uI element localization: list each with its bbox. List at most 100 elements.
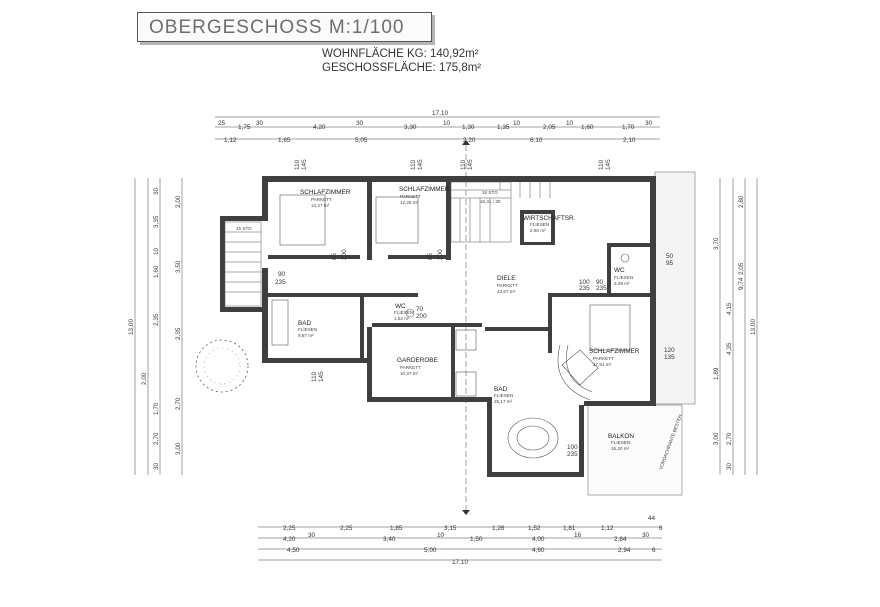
room-schlaf2-floor: PARKETT (400, 194, 421, 199)
dim-bot3-b: 5,00 (424, 547, 437, 554)
opening-label: 100 (579, 279, 590, 286)
toilet-icon (405, 308, 415, 318)
dim-bot3-e: 6 (652, 547, 656, 554)
dim-right2-e: 30 (726, 462, 733, 470)
dim-left-b: 3,50 (175, 260, 182, 273)
dim-top-o: 30 (645, 120, 653, 127)
dim-top-total: 17,10 (432, 110, 448, 117)
opening-label: 135 (664, 354, 675, 361)
interior-walls (268, 180, 650, 401)
dim-right-b: 2,05 (738, 262, 745, 275)
room-wirtschaft-floor: FLIESEN (530, 222, 549, 227)
opening-label: 235 (579, 285, 590, 292)
opening-label: 145 (417, 159, 424, 170)
dim-top-l: 10 (566, 120, 574, 127)
curved-wall-line (557, 344, 591, 401)
opening-label: 235 (596, 285, 607, 292)
dim-right-total: 13,00 (750, 319, 757, 335)
dim-left-total: 13,00 (128, 319, 135, 335)
opening-label: 70 (416, 306, 424, 313)
dim-bot-a: 2,25 (283, 525, 296, 532)
dim-top2-e: 6,10 (530, 137, 543, 144)
dim-bot-g: 1,81 (563, 525, 576, 532)
opening-label: 235 (275, 279, 286, 286)
dim-left-c: 2,35 (175, 327, 182, 340)
dim-top2-a: 1,12 (224, 137, 237, 144)
opening-label: 90 (596, 279, 604, 286)
dim-bot-i: 44 (648, 515, 656, 522)
dim-bot3-a: 4,50 (287, 547, 300, 554)
dim-right2-b: 4,35 (726, 342, 733, 355)
stair-landing: 15 STG (236, 226, 252, 231)
dim-top-d: 4,20 (313, 124, 326, 131)
plan-title-box: OBERGESCHOSS M:1/100 (137, 12, 432, 42)
toilet-icon (620, 253, 630, 263)
room-garderobe-name: GARDEROBE (397, 357, 438, 364)
room-schlaf3-area: 17,51 m² (593, 362, 612, 367)
staircase: 19 STG 16,31 / 30 15 STG (224, 181, 551, 307)
dim-left2-h: 2,70 (153, 432, 160, 445)
plan-title: OBERGESCHOSS M:1/100 (149, 17, 405, 38)
dim-bot3-d: 2,94 (618, 547, 631, 554)
dim-top-b: 1,75 (238, 124, 251, 131)
dim-bot2-a: 4,20 (283, 536, 296, 543)
opening-label: 235 (567, 451, 578, 458)
dim-bot-d: 3,15 (444, 525, 457, 532)
geschossflaeche-label: GESCHOSSFLÄCHE: 175,8m² (322, 62, 482, 74)
room-wirtschaft-area: 2,60 m² (530, 228, 546, 233)
room-balkon-area: 16,20 m² (611, 446, 630, 451)
dim-left2-c: 10 (153, 247, 160, 255)
dim-left-e: 3,00 (175, 442, 182, 455)
opening-label: 95 (666, 260, 674, 267)
dim-left-a: 2,00 (175, 195, 182, 208)
dim-top-m: 1,60 (581, 124, 594, 131)
room-wc2-floor: FLIESEN (614, 275, 633, 280)
room-balkon-floor: FLIESEN (611, 440, 630, 445)
room-bad2-floor: FLIESEN (494, 393, 513, 398)
room-schlaf2-name: SCHLAFZIMMER (399, 186, 450, 193)
room-wc1-name: WC (395, 303, 406, 310)
room-bad2-name: BAD (494, 386, 508, 393)
fixtures (271, 194, 631, 459)
bottom-dimensions: 2,25 2,25 1,85 3,15 1,26 1,52 1,81 1,12 … (258, 515, 663, 566)
room-bad1-floor: FLIESEN (298, 327, 317, 332)
dim-right-a: 2,80 (738, 195, 745, 208)
dim-top2-b: 1,65 (278, 137, 291, 144)
dim-left2-i: 30 (153, 462, 160, 470)
dim-top-c: 30 (256, 120, 264, 127)
dim-right2-c: 1,89 (713, 367, 720, 380)
opening-label: 145 (605, 159, 612, 170)
dim-bot2-d: 10 (437, 532, 445, 539)
opening-label: 145 (467, 159, 474, 170)
dim-bot3-c: 4,60 (532, 547, 545, 554)
dim-top-g: 10 (443, 120, 451, 127)
opening-label: 50 (666, 253, 674, 260)
stair-steps: 19 STG (482, 190, 498, 195)
top-dimensions: 17,10 25 1,75 30 4,20 30 3,30 10 1,30 1,… (215, 110, 660, 144)
room-diele-name: DIELE (497, 275, 515, 282)
wohnflaeche-label: WOHNFLÄCHE KG: 140,92m² (322, 48, 479, 60)
opening-labels: 110 145 110 145 110 145 110 145 90 235 8… (275, 159, 675, 458)
room-bad1-name: BAD (298, 320, 312, 327)
room-wc2-name: WC (614, 267, 625, 274)
dim-left2-g: 1,70 (153, 402, 160, 415)
dim-left2-e: 2,35 (153, 313, 160, 326)
opening-label: 145 (301, 159, 308, 170)
room-schlaf3-name: SCHLAFZIMMER (589, 348, 640, 355)
dim-bot2-h: 2,84 (614, 536, 627, 543)
dim-top2-f: 2,10 (623, 137, 636, 144)
room-schlaf2-area: 12,25 m² (400, 200, 419, 205)
dim-left2-d: 1,60 (153, 265, 160, 278)
dim-top-e: 30 (356, 120, 364, 127)
dim-top-h: 1,30 (462, 124, 475, 131)
right-dimensions: 13,00 2,80 2,05 4,15 9,74 3,00 3,70 4,35… (713, 178, 758, 475)
dim-right2-d: 2,70 (726, 432, 733, 445)
dim-bot2-f: 4,00 (532, 536, 545, 543)
opening-label: 110 (410, 159, 417, 170)
bathtub-icon (271, 299, 289, 346)
opening-label: 200 (416, 313, 427, 320)
dim-top-f: 3,30 (404, 124, 417, 131)
dim-left2-f: 2,00 (141, 372, 148, 385)
dim-bot2-b: 30 (308, 532, 316, 539)
dim-right-e: 3,00 (713, 432, 720, 445)
